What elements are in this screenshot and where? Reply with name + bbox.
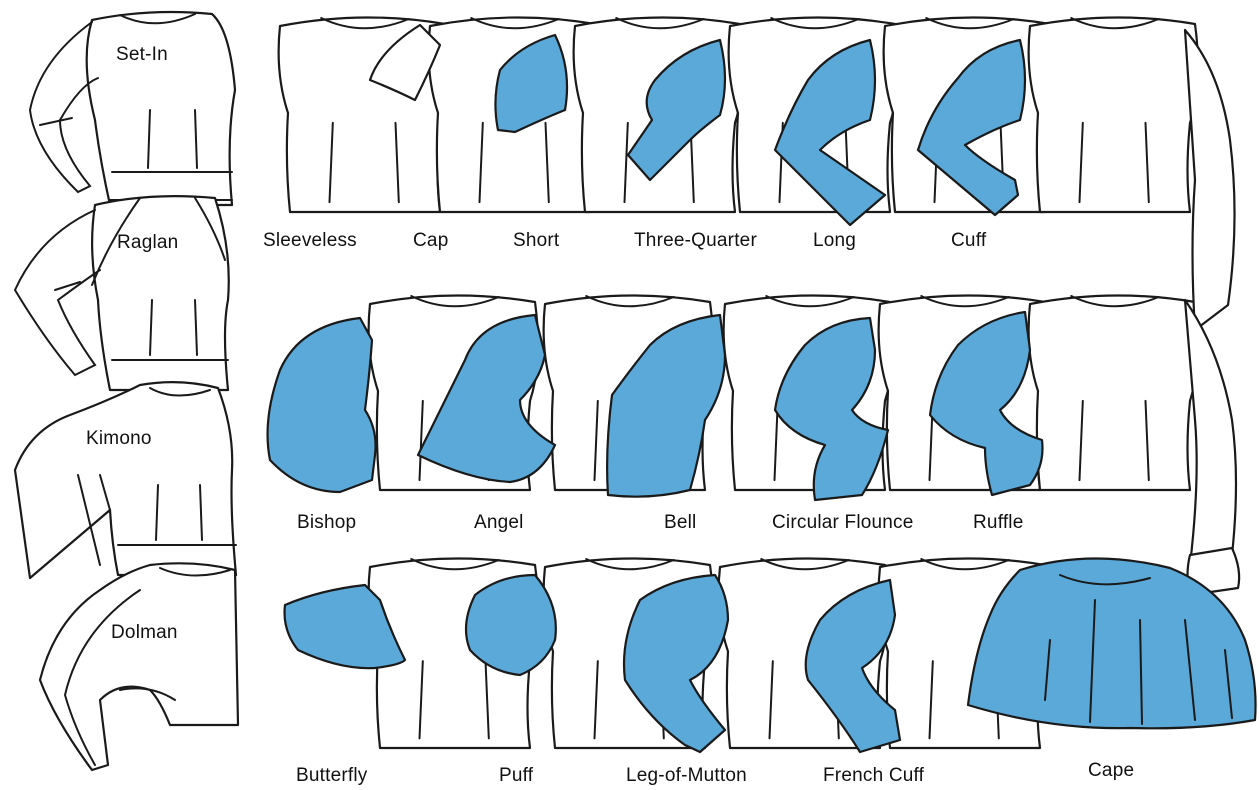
label-ruffle: Ruffle xyxy=(973,512,1024,534)
label-dolman: Dolman xyxy=(111,622,178,644)
label-butterfly: Butterfly xyxy=(296,765,368,787)
label-bell: Bell xyxy=(664,512,696,534)
label-puff: Puff xyxy=(499,765,533,787)
figure-kimono xyxy=(15,382,236,578)
label-set-in: Set-In xyxy=(116,44,168,66)
sleeve-long-white xyxy=(1185,30,1239,595)
label-cap: Cap xyxy=(413,230,448,252)
bodice-r1-6 xyxy=(1029,17,1198,212)
label-sleeveless: Sleeveless xyxy=(263,230,357,252)
label-cape: Cape xyxy=(1088,760,1134,782)
sleeve-bishop xyxy=(268,318,376,492)
label-bishop: Bishop xyxy=(297,512,356,534)
label-french-cuff: French Cuff xyxy=(823,765,924,787)
label-cuff: Cuff xyxy=(951,230,986,252)
label-long: Long xyxy=(813,230,856,252)
figure-dolman xyxy=(40,563,238,770)
label-short: Short xyxy=(513,230,559,252)
label-three-quarter: Three-Quarter xyxy=(634,230,757,252)
label-leg-of-mutton: Leg-of-Mutton xyxy=(626,765,747,787)
label-circular-flounce: Circular Flounce xyxy=(772,512,914,534)
label-kimono: Kimono xyxy=(86,428,152,450)
bodice-r2-5 xyxy=(1029,295,1198,490)
figure-set-in xyxy=(30,12,235,205)
label-raglan: Raglan xyxy=(117,232,178,254)
label-angel: Angel xyxy=(474,512,524,534)
figure-raglan xyxy=(15,196,229,390)
